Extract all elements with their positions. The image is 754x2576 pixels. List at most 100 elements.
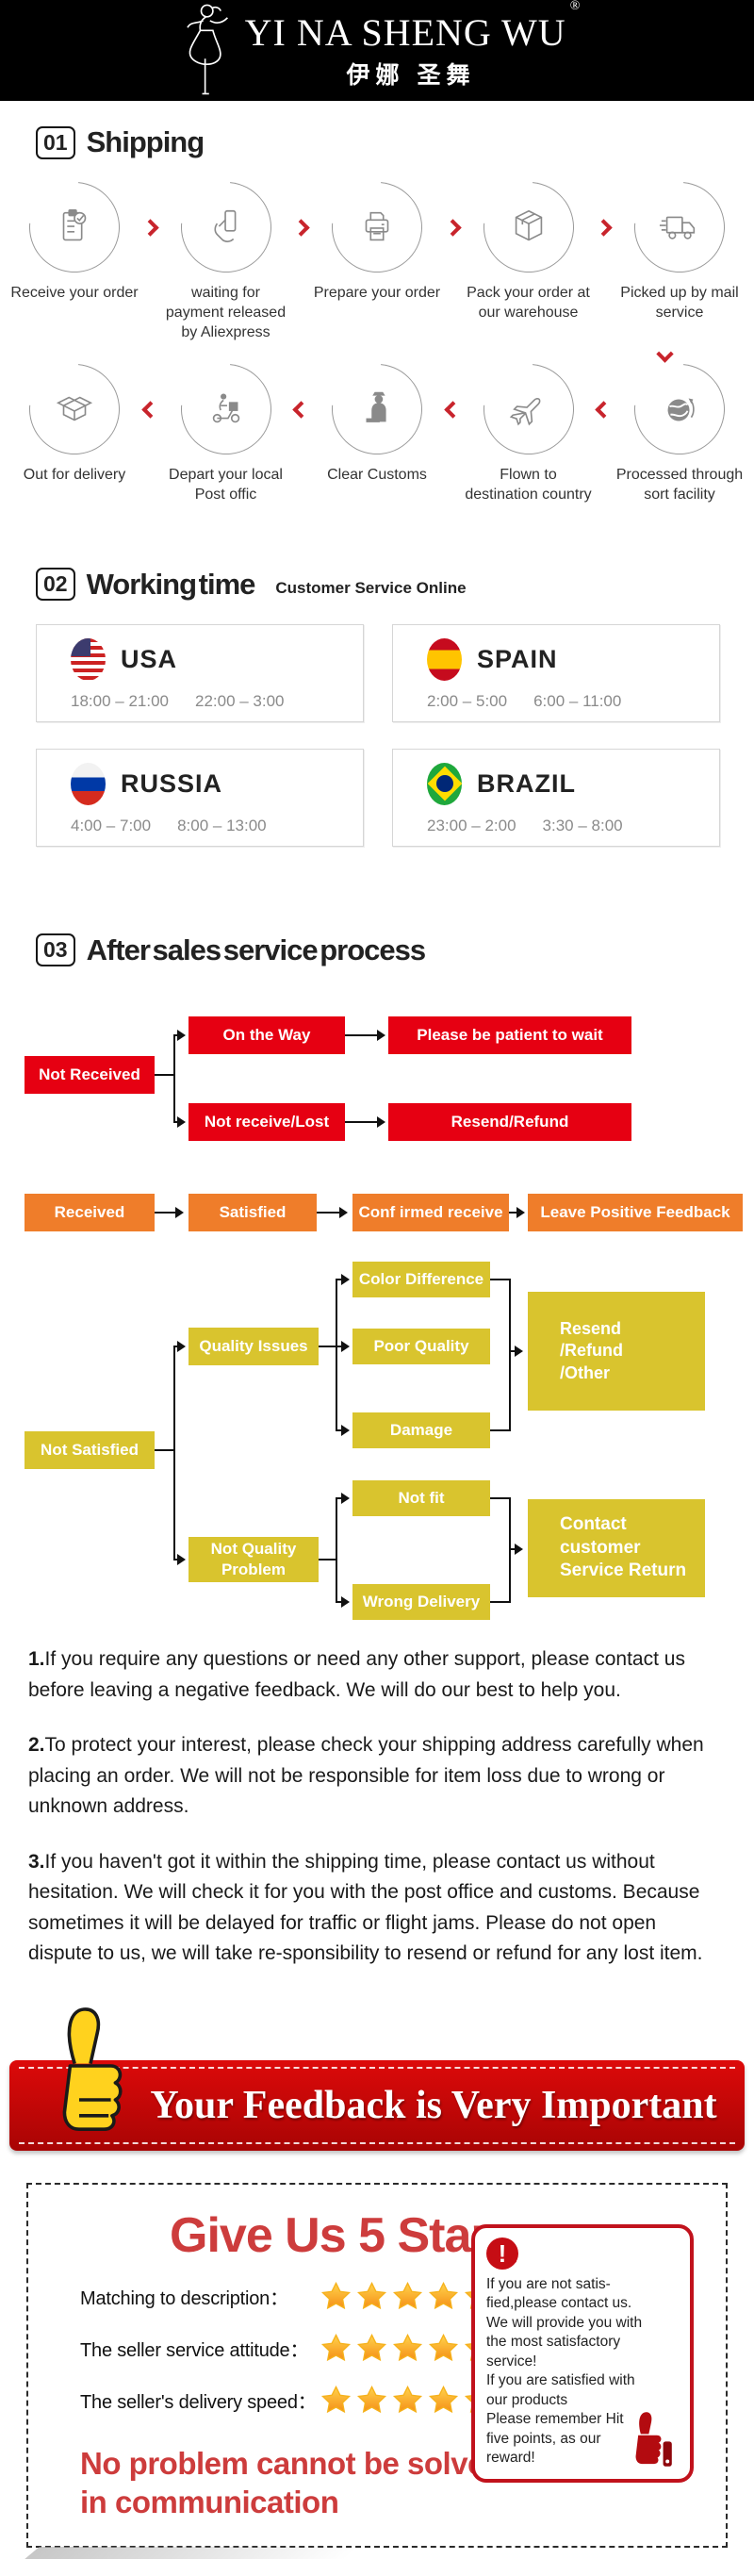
arrow-left-icon	[291, 401, 312, 420]
flow-node-leave-feedback: Leave Positive Feedback	[528, 1193, 743, 1231]
time-range: 23:00 – 2:00	[427, 816, 516, 834]
step-label: Out for delivery	[23, 467, 126, 484]
section-number: 02	[36, 568, 75, 602]
exclamation-icon: !	[486, 2237, 518, 2270]
page-shadow	[25, 2547, 361, 2560]
country-card-usa: USA 18:00 – 21:00 22:00 – 3:00	[36, 623, 364, 722]
star-icon	[320, 2281, 352, 2310]
flow-node-resend-refund-other: Resend /Refund /Other	[528, 1291, 705, 1411]
country-name: RUSSIA	[121, 768, 223, 798]
step-label: Picked up by mail service	[620, 285, 739, 321]
flow-node-damage: Damage	[352, 1412, 490, 1448]
arrow-left-icon	[442, 401, 463, 420]
flow-node-not-fit: Not fit	[352, 1479, 490, 1516]
shipping-step: waiting for payment released by Aliexpre…	[161, 163, 291, 342]
flow-node-not-satisfied: Not Satisfied	[25, 1430, 155, 1469]
flow-node-not-received: Not Received	[25, 1055, 155, 1094]
note-3: 3.If you haven't got it within the shipp…	[28, 1847, 718, 1970]
shipping-row-2: Out for delivery Depart your local Post …	[0, 345, 754, 505]
star-icon	[356, 2281, 387, 2310]
flow-node-resend-refund: Resend/Refund	[388, 1102, 631, 1141]
flow-node-not-receive-lost: Not receive/Lost	[188, 1102, 345, 1141]
shipping-step: Depart your local Post offic	[161, 345, 291, 505]
shipping-step: Receive your order	[9, 163, 139, 304]
rating-label: Matching to description：	[80, 2287, 288, 2309]
airplane-icon	[509, 398, 540, 426]
feedback-banner: Your Feedback is Very Important	[9, 2007, 745, 2151]
star-icon	[392, 2385, 423, 2414]
package-box-icon	[515, 209, 542, 241]
note-text: If you require any questions or need any…	[28, 1647, 685, 1701]
step-label: waiting for payment released by Aliexpre…	[165, 285, 287, 340]
country-grid: USA 18:00 – 21:00 22:00 – 3:00 SPAIN 2:0…	[36, 623, 754, 847]
arrow-left-icon	[594, 401, 615, 420]
header: YI NA SHENG WU® 伊娜 圣舞	[0, 0, 754, 101]
delivery-truck-icon	[659, 216, 696, 239]
star-icon	[428, 2333, 459, 2362]
spain-flag-icon	[427, 637, 462, 681]
flow-node-contact-customer: Contact customer Service Return	[528, 1498, 705, 1597]
shipping-step: Clear Customs	[312, 345, 442, 486]
shipping-step: Flown to destination country	[464, 345, 594, 505]
brand-chinese: 伊娜 圣舞	[346, 62, 476, 89]
star-icon	[428, 2281, 459, 2310]
note-text: To protect your interest, please check y…	[28, 1734, 704, 1818]
five-stars-section: Give Us 5 Stars Matching to description：…	[25, 2182, 728, 2560]
shipping-row-1: Receive your order waiting for payment r…	[0, 163, 754, 342]
shipping-step: Prepare your order	[312, 163, 442, 304]
star-icon	[356, 2333, 387, 2362]
brand-text: YI NA SHENG WU® 伊娜 圣舞	[244, 0, 581, 91]
star-icon	[320, 2385, 352, 2414]
star-icon	[356, 2385, 387, 2414]
step-label: Depart your local Post offic	[169, 467, 283, 504]
arrow-left-icon	[139, 401, 160, 420]
star-rating-icons	[320, 2281, 495, 2312]
time-range: 4:00 – 7:00	[71, 816, 152, 834]
shipping-step: Out for delivery	[9, 345, 139, 486]
scooter-icon	[212, 393, 239, 423]
star-icon	[428, 2385, 459, 2414]
note-2: 2.To protect your interest, please check…	[28, 1730, 718, 1823]
country-card-brazil: BRAZIL 23:00 – 2:00 3:30 – 8:00	[392, 748, 720, 847]
shipping-heading: 01 Shipping	[36, 125, 754, 159]
step-label: Flown to destination country	[465, 467, 592, 504]
registered-mark: ®	[569, 0, 582, 13]
arrow-right-icon	[442, 219, 463, 237]
note-number: 1.	[28, 1647, 45, 1670]
section-title: Working time	[86, 567, 256, 601]
usa-flag-icon	[71, 637, 106, 681]
globe-icon	[667, 398, 695, 421]
shipping-step: Picked up by mail service	[615, 163, 745, 323]
flow-node-satisfied: Satisfied	[188, 1193, 317, 1231]
time-range: 22:00 – 3:00	[194, 691, 285, 710]
shipping-step: Pack your order at our warehouse	[464, 163, 594, 323]
flow-node-poor-quality: Poor Quality	[352, 1328, 490, 1364]
flow-node-quality-issues: Quality Issues	[188, 1327, 319, 1365]
brand-name: YI NA SHENG WU	[244, 11, 566, 54]
notice-text: If you are not satis- fied,please contac…	[486, 2275, 643, 2466]
shipping-step: Processed through sort facility	[615, 345, 745, 505]
section-subtitle: Customer Service Online	[275, 578, 467, 597]
red-thumbs-up-icon	[635, 2412, 672, 2468]
country-name: USA	[121, 644, 178, 673]
after-sales-heading: 03 After sales service process	[36, 933, 754, 967]
flow-node-confirmed-receive: Conf irmed receive	[352, 1193, 509, 1231]
time-range: 18:00 – 21:00	[71, 691, 169, 710]
note-text: If you haven't got it within the shippin…	[28, 1850, 703, 1965]
country-name: SPAIN	[477, 644, 558, 673]
star-icon	[392, 2333, 423, 2362]
notice-box: ! If you are not satis- fied,please cont…	[471, 2223, 694, 2484]
note-number: 2.	[28, 1734, 45, 1757]
thumbs-up-icon	[62, 2007, 123, 2131]
step-label: Prepare your order	[313, 285, 441, 301]
section-number: 01	[36, 125, 75, 159]
section-number: 03	[36, 933, 75, 967]
arrow-right-icon	[291, 219, 312, 237]
note-number: 3.	[28, 1850, 45, 1873]
printer-icon	[365, 211, 389, 241]
rating-label: The seller service attitude：	[80, 2339, 309, 2361]
time-range: 8:00 – 13:00	[177, 816, 267, 834]
country-card-russia: RUSSIA 4:00 – 7:00 8:00 – 13:00	[36, 748, 364, 847]
clipboard-check-icon	[62, 208, 87, 241]
